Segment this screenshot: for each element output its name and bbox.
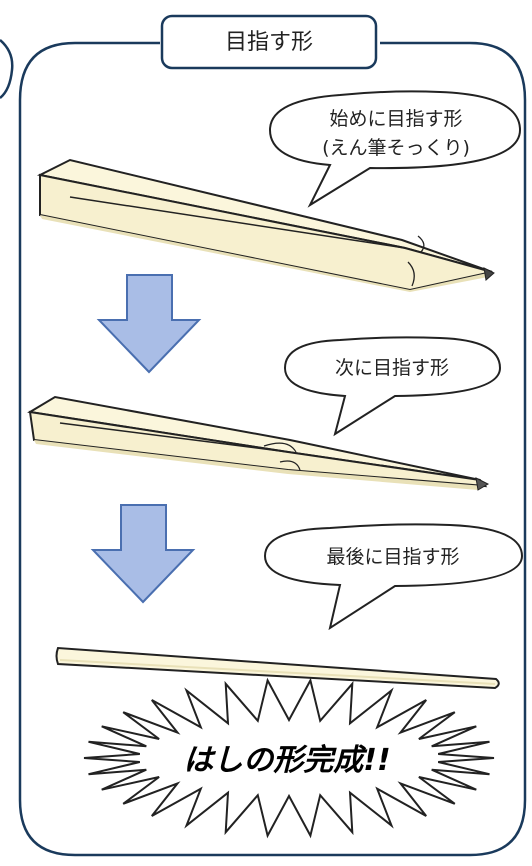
edge-circle-fragment — [0, 39, 14, 99]
chopstick-stage-2 — [27, 395, 490, 491]
bubble-1-line-2: (えん筆そっくり) — [322, 137, 470, 159]
speech-bubble-3: 最後に目指す形 — [263, 523, 524, 631]
speech-bubble-1: 始めに目指す形 (えん筆そっくり) — [268, 90, 522, 208]
bubble-3-text: 最後に目指す形 — [326, 546, 459, 568]
bubble-1-line-1: 始めに目指す形 — [329, 108, 462, 130]
speech-bubble-2: 次に目指す形 — [283, 336, 502, 437]
title-box: 目指す形 — [160, 14, 378, 70]
burst-shape — [83, 677, 495, 839]
page-title: 目指す形 — [225, 30, 313, 55]
bubble-2-text: 次に目指す形 — [335, 357, 449, 379]
burst-text: はしの形完成!! — [183, 743, 390, 778]
completion-burst: はしの形完成!! — [83, 677, 495, 839]
down-arrow-2 — [90, 504, 196, 604]
down-arrow-1 — [96, 274, 202, 374]
chopstick-stage-3 — [55, 646, 500, 690]
chopstick-stage-1 — [36, 158, 495, 292]
